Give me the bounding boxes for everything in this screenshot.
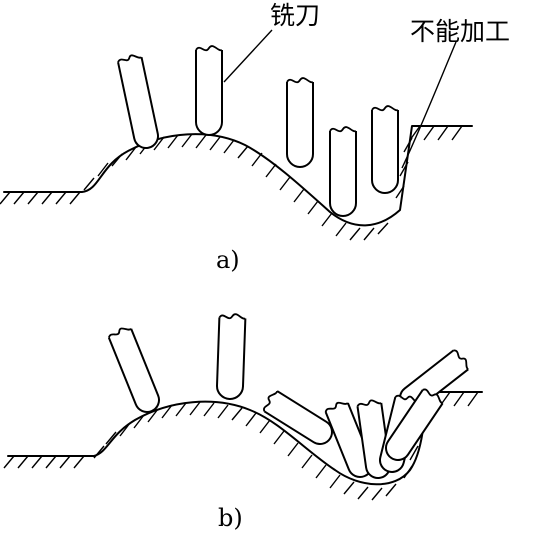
cutter-b4: [263, 390, 333, 445]
cutter-b2: [216, 313, 247, 400]
cutter-a5: [371, 105, 399, 194]
cutter-fan: [263, 349, 469, 479]
cutter-a3: [286, 77, 314, 168]
panel-label-b: b): [218, 504, 243, 531]
cutter-a1: [117, 54, 159, 149]
leader-line-cutter: [223, 29, 273, 83]
panel-a: 铣刀 不能加工 a): [0, 1, 510, 274]
cutter-a4: [329, 126, 357, 217]
cutter-b8: [385, 388, 444, 461]
surface-profile-a: [3, 125, 473, 227]
leader-line-not-machinable: [401, 41, 457, 169]
cutter-b1: [107, 327, 160, 413]
hatching-a: [0, 125, 463, 241]
panel-label-a: a): [216, 246, 240, 274]
hatching-b: [3, 391, 479, 501]
label-cutter: 铣刀: [270, 1, 320, 30]
panel-b: b): [3, 313, 483, 532]
label-not-machinable: 不能加工: [410, 17, 510, 46]
cutter-a2: [195, 45, 223, 136]
surface-profile-b: [7, 391, 483, 486]
